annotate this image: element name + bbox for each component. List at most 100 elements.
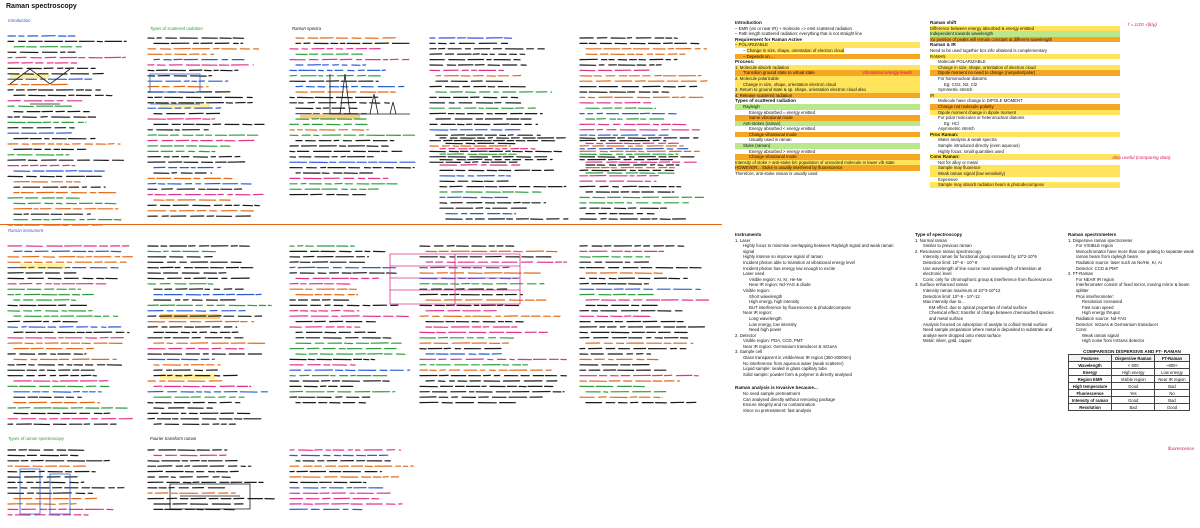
spectro-line: Detector: CCD & PMT bbox=[1076, 265, 1119, 271]
spectro-line: High noise from InGaAs detector bbox=[1082, 338, 1145, 344]
types-spec-line: EM effect: due to optical properties of … bbox=[929, 304, 1028, 310]
table-cell: Resolution bbox=[1067, 403, 1113, 412]
highlight-mark bbox=[10, 74, 50, 79]
spectro-line: Radiation source: Nd-YAG bbox=[1076, 315, 1127, 321]
req-line: – Depends on ... bbox=[735, 53, 920, 60]
ir-line: Molecule have change in DIPOLE MOMENT bbox=[938, 98, 1023, 104]
types-line: Change vibrational mode bbox=[735, 154, 920, 160]
inst-line: Low energy, low intensity bbox=[749, 321, 797, 327]
section-divider bbox=[0, 224, 722, 225]
inst-line: Solid sample: powder form & polymer is d… bbox=[743, 371, 852, 377]
table-row: High temperature Good Bad bbox=[1067, 382, 1190, 391]
types-heading: Type of spectroscopy bbox=[915, 232, 963, 237]
types-spectroscopy-section: Type of spectroscopy 1. Normal raman Sim… bbox=[915, 232, 1060, 344]
intro-line: – Path length scattered radiation: every… bbox=[735, 31, 863, 37]
types-line: Rayleigh bbox=[735, 103, 920, 110]
cons-line: Sample may absorb radiation beam & photo… bbox=[930, 182, 1120, 188]
types-spec-line: Need sample preparation where metal is d… bbox=[923, 327, 1052, 338]
spectro-line: For VISIBLE region bbox=[1076, 243, 1114, 249]
intro-heading: Introduction bbox=[735, 20, 762, 25]
ir-line: RAMAN bbox=[930, 53, 1120, 60]
table-cell: Yes bbox=[1111, 389, 1156, 398]
table-row: Wavelength < 800 ~800+ bbox=[1067, 361, 1190, 370]
highlight-mark bbox=[160, 104, 210, 109]
sketch-diagram bbox=[389, 253, 521, 305]
table-row: Region EMR Visible region Near IR region bbox=[1067, 375, 1190, 384]
pros-line: Highly focus: small quantities used bbox=[938, 148, 1004, 154]
analysis-line: Can analysed directly without removing p… bbox=[743, 396, 836, 402]
ir-line: Change not molecule polarity bbox=[930, 103, 1120, 110]
table-cell: Low energy bbox=[1154, 368, 1190, 377]
process-line: 4. Release scattered radiation bbox=[735, 92, 920, 99]
req-line: – POLARIZABLE bbox=[735, 42, 920, 48]
inst-line: Near IR region: Nd-YAG & diode bbox=[749, 282, 811, 288]
table-header-cell: Features bbox=[1067, 354, 1113, 363]
inst-line: Incident photon able to transition at vi… bbox=[743, 259, 856, 265]
analysis-line: No need sample pretreatment bbox=[743, 391, 800, 397]
ir-line: Dipole moment change in dipole moment bbox=[930, 109, 1120, 116]
spectro-line: Pros interferometer: bbox=[1076, 293, 1114, 299]
spectro-line: Radiation source: laser such as Ne/He, K… bbox=[1076, 259, 1163, 265]
hw-intro-label: Introduction bbox=[8, 18, 31, 23]
inst-line: Visible region: PDA, CCD, PMT bbox=[743, 338, 804, 344]
intro-line: – EMR (vis or near IR) + molecule => emi… bbox=[735, 25, 852, 31]
ir-line: Molecule POLARIZABLE bbox=[938, 59, 986, 65]
spectro-line: 2. FT-Raman bbox=[1068, 271, 1094, 277]
types-spec-line: Detection limit: 10^-9 - 10^-12 bbox=[923, 293, 980, 299]
ir-line: IR bbox=[930, 92, 1120, 99]
sketch-diagram bbox=[19, 468, 71, 515]
inst-line: Incident photon has energy low enough to… bbox=[743, 265, 836, 271]
shift-line: Difference between energy absorbed & ene… bbox=[930, 25, 1120, 32]
pros-heading: Pros Raman: bbox=[930, 131, 1120, 138]
table-header-cell: FT-Raman bbox=[1154, 354, 1190, 363]
inst-line: Visible region: Ar, Kr, He-Ne bbox=[749, 276, 803, 282]
analysis-line: Since no pretreatment: fast analysis bbox=[743, 407, 812, 413]
handwritten-notes bbox=[0, 14, 720, 528]
fluorescence-annotation: fluorescence bbox=[1168, 446, 1195, 451]
inst-line: BUT interference by fluorescence & photo… bbox=[749, 304, 851, 310]
types-line: Therefore, anti-stoke raman is usually u… bbox=[735, 171, 818, 177]
inst-line: High energy, high intensity bbox=[749, 299, 800, 305]
table-cell: Intensity of raman bbox=[1067, 396, 1113, 405]
inst-line: Near IR region: Germanium transducer & I… bbox=[743, 343, 837, 349]
spectro-line: Fast scan speed bbox=[1082, 304, 1114, 310]
spectrometers-section: Raman spectrometers 1. Dispersive raman … bbox=[1067, 232, 1196, 412]
cons-heading: Cons Raman: bbox=[930, 154, 1120, 160]
table-row: Resolution Bad Good bbox=[1067, 403, 1190, 412]
sketch-diagram bbox=[149, 73, 201, 105]
hw-instrument-label: Raman instrument bbox=[8, 228, 44, 233]
raman-ir-heading: Raman & IR bbox=[930, 42, 956, 48]
shift-line: Independent towards wavelength bbox=[930, 31, 1120, 37]
inst-line: 2. Detector bbox=[735, 332, 757, 338]
types-spec-line: 3. Surface enhanced raman bbox=[915, 282, 969, 288]
ir-line: Asymmetric stretch bbox=[938, 126, 975, 132]
inst-line: No interference from aqueous water (weak… bbox=[743, 360, 844, 366]
types-spec-line: 2. Resonance raman spectroscopy bbox=[915, 248, 982, 254]
page-title: Raman spectroscopy bbox=[6, 3, 77, 10]
spectro-line: For NEAR IR region bbox=[1076, 276, 1115, 282]
types-line: Stoke (raman) bbox=[735, 143, 920, 149]
sketch-diagram bbox=[169, 483, 251, 510]
req-line: – Change in size, shape, orientation of … bbox=[743, 47, 845, 53]
types-line: Energy absorbed = energy emitted bbox=[749, 109, 816, 115]
inst-line: Glass transparent in visible/near IR reg… bbox=[743, 355, 852, 361]
intro-section: Introduction – EMR (vis or near IR) + mo… bbox=[735, 20, 920, 177]
comparison-table-heading: COMPARISON DISPERSIVE AND FT- RAMAN bbox=[1083, 348, 1181, 354]
hw-fourier-label: Fourier transform raman bbox=[150, 436, 197, 441]
table-cell: Near IR region bbox=[1154, 375, 1190, 384]
types-spec-line: Use wavelength of line source near wavel… bbox=[923, 265, 1042, 277]
table-header-row: Features Dispersive Raman FT-Raman bbox=[1067, 354, 1190, 363]
comparing-annotation: Also useful (comparing data) bbox=[1112, 155, 1171, 160]
process-line: 2. Molecule polarizable bbox=[735, 75, 920, 82]
process-line: 1. Molecule absorb radiation bbox=[735, 64, 920, 71]
ir-line: Dipole moment no need to change (nonpola… bbox=[930, 70, 1120, 76]
table-cell: Wavelength bbox=[1067, 361, 1113, 370]
types-scatter-heading: Types of scattered radiation bbox=[735, 98, 796, 104]
table-cell: Bad bbox=[1111, 403, 1156, 412]
pros-line: Sample introduced directly (even aqueous… bbox=[938, 143, 1020, 149]
table-cell: Visible region bbox=[1111, 375, 1156, 384]
table-cell: < 800 bbox=[1111, 361, 1156, 370]
inst-line: Short wavelength bbox=[749, 293, 783, 299]
spectro-line: Detector: InGaAs & Germanium transducer bbox=[1076, 321, 1159, 327]
types-spec-line: Similar to previous raman bbox=[923, 243, 972, 249]
